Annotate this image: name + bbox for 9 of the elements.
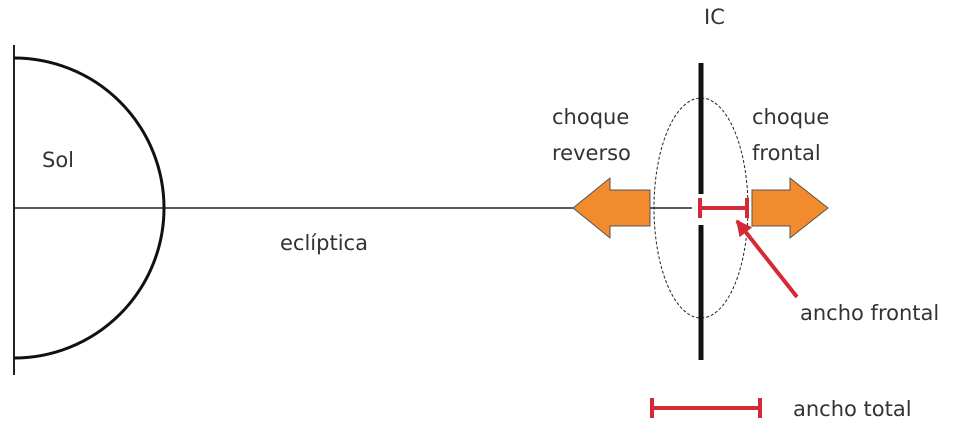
ic-label: IC xyxy=(704,4,725,30)
dimension-label: ancho total xyxy=(793,396,912,422)
leader-line xyxy=(735,220,799,298)
dimension-label: ancho frontal xyxy=(800,300,940,326)
frontal-width-bracket xyxy=(696,198,751,218)
shock-label: choque frontal xyxy=(752,104,830,167)
ecliptic-label: eclíptica xyxy=(280,230,368,256)
sun-label: Sol xyxy=(42,147,74,173)
shock-label: choque reverso xyxy=(552,104,632,167)
